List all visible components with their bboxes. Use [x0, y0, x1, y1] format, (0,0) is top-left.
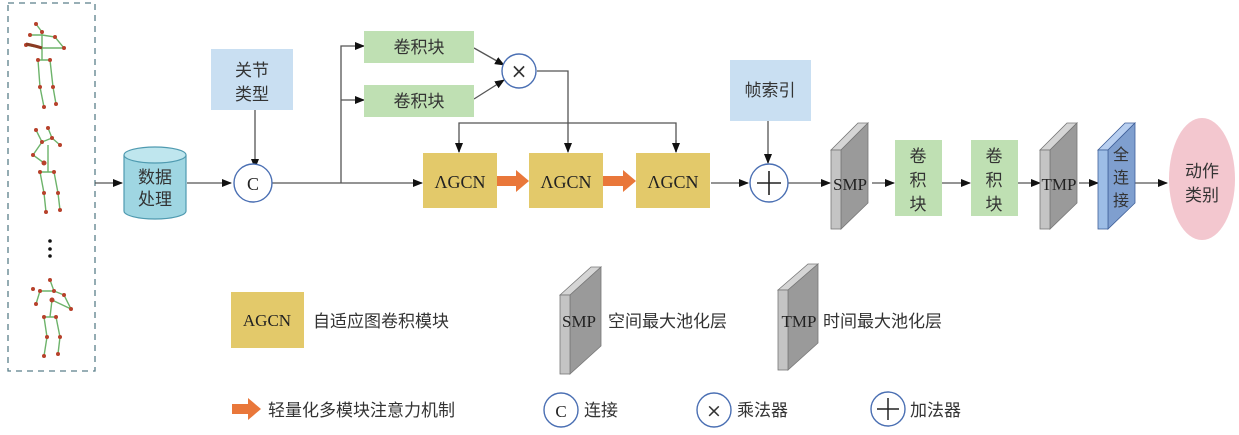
legend-agcn-desc: 自适应图卷积模块 — [313, 312, 449, 332]
skeleton-frame-3 — [31, 278, 73, 358]
agcn-block-3-label: ΛGCN — [647, 172, 698, 192]
conv-v1-char-1: 卷 — [910, 147, 927, 167]
legend-tmp-box-label: TMP — [782, 312, 817, 331]
legend-multiply: × 乘法器 — [696, 392, 788, 428]
conv-block-bottom: 卷积块 — [364, 85, 474, 117]
multiply-node: × — [501, 53, 537, 89]
joint-type-label-2: 类型 — [235, 85, 269, 105]
fc-char-2: 连 — [1113, 168, 1129, 187]
legend-smp-box-label: SMP — [562, 312, 596, 331]
attention-arrow-2 — [603, 170, 636, 192]
legend-multiply-symbol: × — [706, 400, 722, 422]
frame-index-label: 帧索引 — [745, 81, 796, 101]
legend-multiply-desc: 乘法器 — [737, 401, 788, 421]
agcn-block-1: ΛGCN — [423, 153, 497, 208]
adder-node — [749, 163, 789, 203]
output-label-1: 动作 — [1185, 162, 1219, 182]
conv-v2-char-1: 卷 — [986, 147, 1003, 167]
data-processing-label-1: 数据 — [138, 168, 172, 188]
orange-arrow-icon — [232, 398, 261, 420]
agcn-block-2-label: ΛGCN — [540, 172, 591, 192]
conv-block-top-label: 卷积块 — [394, 38, 445, 58]
concat-node: C — [233, 163, 273, 203]
fc-char-3: 接 — [1113, 191, 1129, 210]
agcn-block-1-label: ΛGCN — [434, 172, 485, 192]
connector-lines — [95, 42, 1168, 187]
agcn-block-3: ΛGCN — [636, 153, 710, 208]
legend-agcn-box-label: AGCN — [243, 311, 291, 330]
conv-v1-char-2: 积 — [910, 171, 927, 191]
frame-index-box: 帧索引 — [730, 60, 811, 121]
legend-smp: SMP 空间最大池化层 — [558, 266, 727, 375]
legend-tmp-desc: 时间最大池化层 — [823, 312, 942, 332]
data-processing-label-2: 处理 — [138, 190, 172, 210]
conv-block-vertical-1: 卷 积 块 — [895, 140, 942, 216]
agcn-block-2: ΛGCN — [529, 153, 603, 208]
conv-v2-char-3: 块 — [986, 195, 1003, 215]
smp-label: SMP — [833, 175, 867, 194]
skeleton-frame-2 — [31, 126, 62, 214]
legend: AGCN 自适应图卷积模块 SMP 空间最大池化层 TMP 时间最大池化层 轻量… — [231, 263, 961, 428]
legend-concat-symbol: C — [555, 402, 566, 421]
legend-agcn: AGCN 自适应图卷积模块 — [231, 292, 449, 348]
legend-concat: C 连接 — [543, 392, 618, 428]
legend-adder: 加法器 — [870, 391, 961, 427]
legend-adder-desc: 加法器 — [910, 401, 961, 421]
conv-v2-char-2: 积 — [986, 171, 1003, 191]
concat-symbol: C — [247, 174, 259, 194]
conv-block-top: 卷积块 — [364, 31, 474, 63]
tmp-label: TMP — [1042, 175, 1077, 194]
conv-block-bottom-label: 卷积块 — [394, 92, 445, 112]
attention-arrow-1 — [497, 170, 529, 192]
smp-pooling-layer: SMP — [830, 122, 869, 230]
conv-v1-char-3: 块 — [910, 195, 927, 215]
multiply-symbol: × — [511, 59, 528, 83]
action-class-output: 动作 类别 — [1169, 118, 1235, 240]
fully-connected-layer: 全 连 接 — [1097, 122, 1136, 230]
ellipsis-dots — [48, 239, 52, 258]
legend-concat-desc: 连接 — [584, 401, 618, 421]
legend-attention: 轻量化多模块注意力机制 — [232, 398, 455, 421]
joint-type-box: 关节 类型 — [211, 49, 293, 110]
conv-block-vertical-2: 卷 积 块 — [971, 140, 1018, 216]
legend-attention-desc: 轻量化多模块注意力机制 — [268, 401, 455, 421]
data-processing-cylinder: 数据 处理 — [123, 146, 187, 220]
fc-char-1: 全 — [1113, 145, 1129, 164]
legend-tmp: TMP 时间最大池化层 — [776, 263, 942, 371]
skeleton-input-panel — [7, 2, 96, 372]
legend-smp-desc: 空间最大池化层 — [608, 312, 727, 332]
joint-type-label-1: 关节 — [235, 61, 269, 81]
skeleton-frame-1 — [24, 22, 66, 109]
output-label-2: 类别 — [1185, 186, 1219, 206]
tmp-pooling-layer: TMP — [1039, 122, 1078, 230]
